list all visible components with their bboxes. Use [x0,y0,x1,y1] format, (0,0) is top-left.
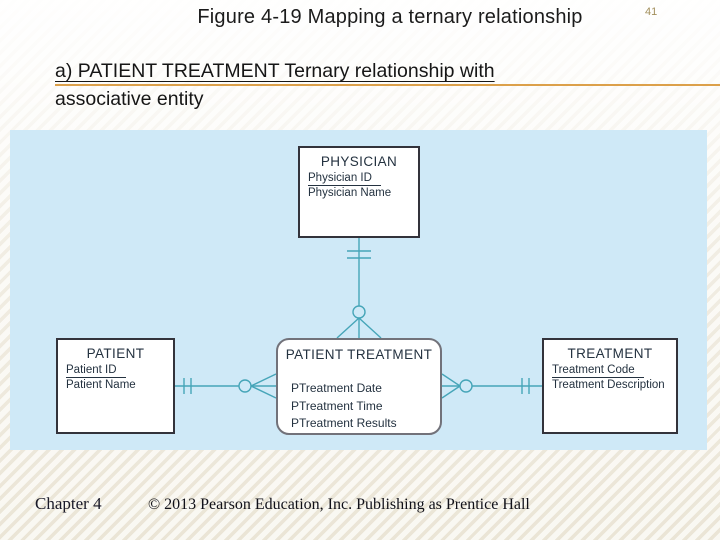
attribute-ptreatment-results: PTreatment Results [291,416,397,430]
entity-treatment: TREATMENT Treatment Code Treatment Descr… [542,338,678,434]
slide-subtitle: a) PATIENT TREATMENT Ternary relationshi… [55,57,716,113]
entity-patient-title: PATIENT [86,346,145,361]
attribute-treatment-description: Treatment Description [552,379,665,391]
attribute-patient-name: Patient Name [66,379,136,391]
entity-patient-treatment: PATIENT TREATMENT PTreatment Date PTreat… [276,338,442,435]
footer-copyright: © 2013 Pearson Education, Inc. Publishin… [148,496,530,513]
attribute-patient-id: Patient ID [66,363,126,378]
attribute-ptreatment-time: PTreatment Time [291,398,383,413]
connector-physician-patient-treatment [336,238,382,339]
entity-physician-title: PHYSICIAN [320,154,398,169]
erd-connectors [175,238,542,399]
accent-rule [55,84,720,86]
entity-patient-treatment-title: PATIENT TREATMENT [285,347,433,362]
attribute-ptreatment-date: PTreatment Date [291,381,382,395]
connector-treatment-patient-treatment [441,373,542,399]
page-number: 41 [645,6,658,18]
slide-title: Figure 4-19 Mapping a ternary relationsh… [197,6,583,28]
attribute-treatment-code: Treatment Code [552,363,644,378]
footer-chapter: Chapter 4 [35,494,102,513]
attribute-physician-id: Physician ID [308,171,381,186]
subtitle-line-2: associative entity [55,88,204,110]
entity-patient: PATIENT Patient ID Patient Name [56,338,175,434]
connector-patient-patient-treatment [175,373,277,399]
attribute-physician-name: Physician Name [308,187,392,199]
entity-treatment-title: TREATMENT [567,346,653,361]
diagram-panel: PHYSICIAN Physician ID Physician Name PA… [10,130,707,450]
entity-physician: PHYSICIAN Physician ID Physician Name [298,146,420,238]
subtitle-line-1: a) PATIENT TREATMENT Ternary relationshi… [55,60,495,82]
